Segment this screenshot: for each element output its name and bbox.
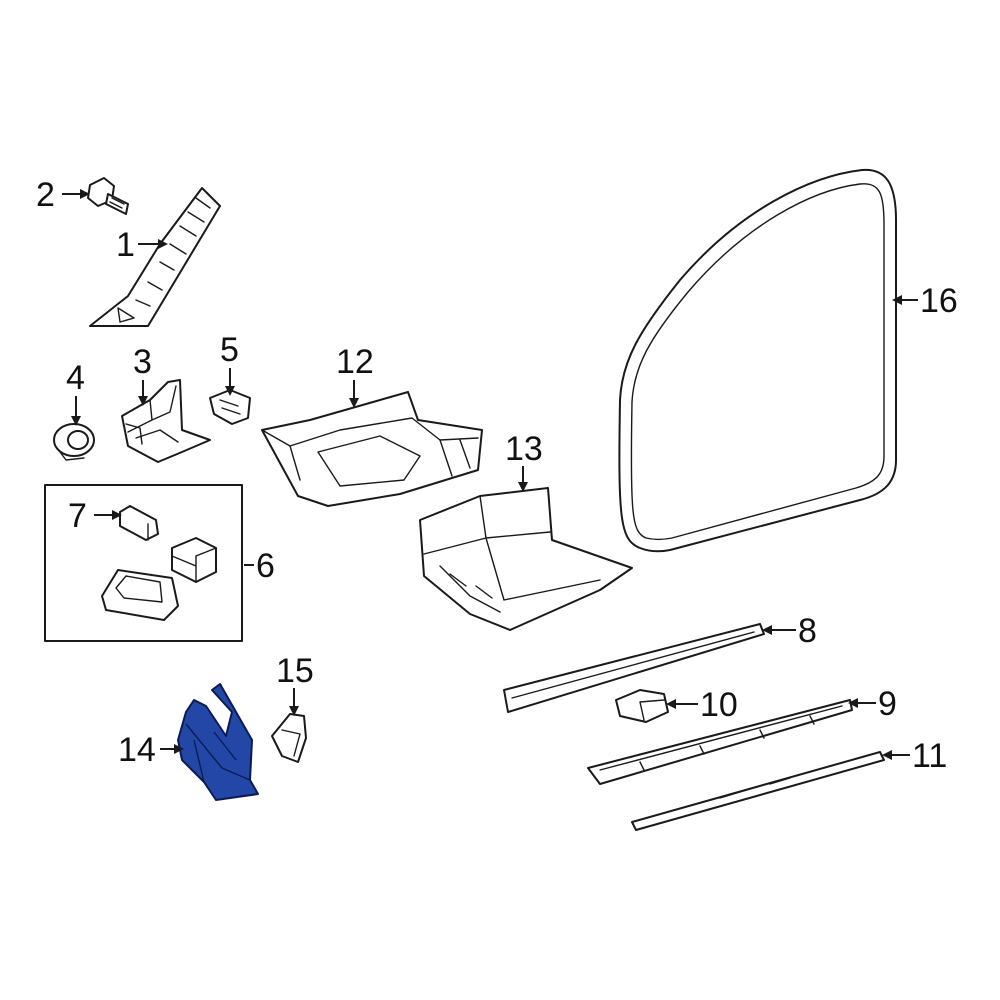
callout-1: 1 — [116, 226, 135, 264]
part-16-door-seal[interactable] — [618, 168, 897, 553]
callout-2: 2 — [36, 176, 55, 214]
part-14-trim-panel[interactable] — [177, 683, 259, 801]
leader-lines — [62, 189, 918, 760]
callout-6: 6 — [256, 547, 275, 585]
part-5-clip[interactable] — [209, 389, 251, 425]
callout-12: 12 — [336, 343, 374, 381]
callout-16: 16 — [920, 282, 958, 320]
callout-5: 5 — [220, 331, 239, 369]
part-3-bracket[interactable] — [121, 379, 211, 463]
part-6-lamp-housing[interactable] — [101, 569, 179, 621]
callout-13: 13 — [505, 430, 543, 468]
callout-3: 3 — [133, 343, 152, 381]
part-15-clip[interactable] — [271, 713, 307, 763]
part-6-kit-box[interactable] — [44, 484, 243, 642]
callout-15: 15 — [276, 652, 314, 690]
part-7-bulb[interactable] — [119, 505, 159, 541]
callout-11: 11 — [912, 737, 947, 775]
callout-10: 10 — [700, 686, 738, 724]
callout-8: 8 — [798, 612, 817, 650]
part-6-switch[interactable] — [171, 537, 217, 583]
part-1-pillar-trim[interactable] — [89, 187, 221, 327]
part-10-clip[interactable] — [615, 689, 669, 723]
part-13-floor-panel[interactable] — [419, 487, 633, 631]
callout-4: 4 — [66, 359, 85, 397]
part-4-clip[interactable] — [53, 423, 95, 461]
part-2-bolt[interactable] — [87, 177, 129, 215]
callout-labels: 2 1 3 4 5 12 13 7 6 8 10 9 11 16 14 15 — [36, 176, 958, 775]
part-11-sill-molding[interactable] — [631, 751, 885, 831]
callout-9: 9 — [878, 685, 897, 723]
part-12-panel[interactable] — [261, 391, 483, 507]
callout-14: 14 — [118, 731, 156, 769]
part-9-sill-plate[interactable] — [587, 699, 853, 785]
callout-7: 7 — [68, 497, 87, 535]
